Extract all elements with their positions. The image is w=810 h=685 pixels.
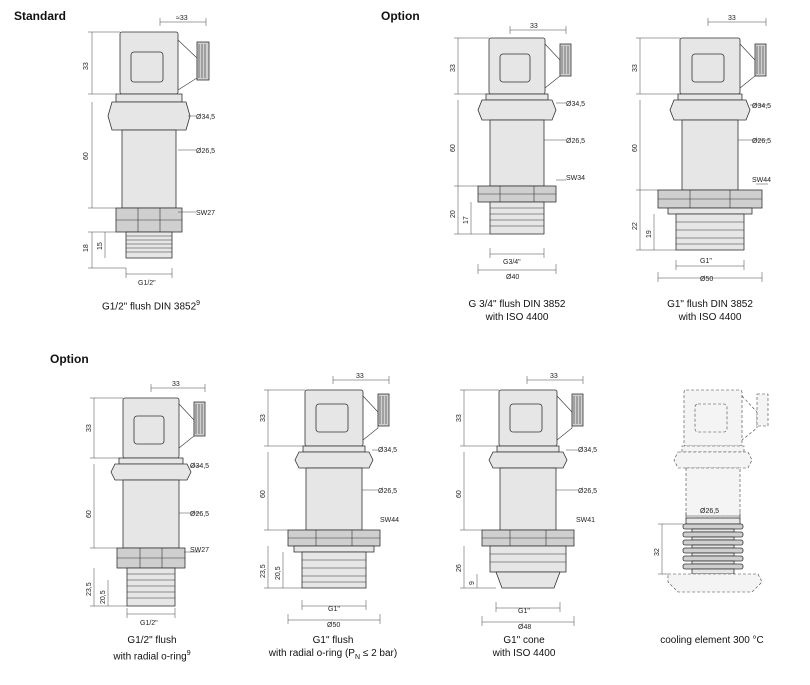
dim-d4-thread: G1/2" bbox=[140, 620, 158, 627]
drawing-g1-cone: 33 33 60 26 9 Ø34,5 Ø26,5 SW41 G1" Ø48 bbox=[456, 373, 597, 631]
dim-d3-base: Ø50 bbox=[700, 276, 713, 283]
dim-d5-dia1: Ø34,5 bbox=[378, 447, 397, 454]
dim-d4-h4: 20,5 bbox=[100, 590, 107, 604]
dim-d1-sw: SW27 bbox=[196, 210, 215, 217]
dim-d3-h2: 60 bbox=[632, 144, 639, 152]
dim-d3-thread: G1" bbox=[700, 258, 712, 265]
drawing-g12-flush: ≈33 33 60 18 15 Ø34,5 Ø26,5 SW27 G1/2" bbox=[83, 15, 215, 287]
dim-d5-top: 33 bbox=[356, 373, 364, 380]
dim-d2-dia1: Ø34,5 bbox=[566, 101, 585, 108]
dim-d5-base: Ø50 bbox=[327, 622, 340, 629]
dim-d6-sw: SW41 bbox=[576, 517, 595, 524]
dim-d5-dia2: Ø26,5 bbox=[378, 488, 397, 495]
dim-d1-top: ≈33 bbox=[176, 15, 188, 22]
caption-d1: G1/2" flush DIN 38529 bbox=[101, 300, 201, 313]
dim-d1-dia2: Ø26,5 bbox=[196, 148, 215, 155]
dim-d5-sw: SW44 bbox=[380, 517, 399, 524]
dim-d6-h4: 9 bbox=[469, 581, 476, 585]
dim-d1-h1: 33 bbox=[83, 62, 90, 70]
dim-d1-thread: G1/2" bbox=[138, 280, 156, 287]
dim-d3-top: 33 bbox=[728, 15, 736, 22]
caption-d4: G1/2" flush with radial o-ring9 bbox=[113, 635, 191, 663]
drawing-g12-radial-oring: 33 33 60 23,5 20,5 Ø34,5 Ø26,5 SW27 G1/2… bbox=[86, 381, 209, 627]
dim-d6-h2: 60 bbox=[456, 490, 463, 498]
dim-d4-sw: SW27 bbox=[190, 547, 209, 554]
dim-d4-top: 33 bbox=[172, 381, 180, 388]
dim-d3-h4: 19 bbox=[646, 230, 653, 238]
dim-d6-base: Ø48 bbox=[518, 624, 531, 631]
dim-d3-dia1: Ø34,5 bbox=[752, 103, 771, 110]
dim-d7-h: 32 bbox=[654, 548, 661, 556]
drawing-g34-flush: 33 33 60 20 17 Ø34,5 Ø26,5 SW34 G3/4" Ø4… bbox=[450, 23, 585, 281]
dim-d3-sw: SW44 bbox=[752, 177, 771, 184]
dim-d2-h4: 17 bbox=[463, 216, 470, 224]
caption-d3: G1" flush DIN 3852 with ISO 4400 bbox=[667, 299, 753, 323]
heading-option-bottom: Option bbox=[50, 352, 89, 366]
dim-d5-h3: 23,5 bbox=[260, 564, 267, 578]
dim-d6-dia2: Ø26,5 bbox=[578, 488, 597, 495]
dim-d2-h2: 60 bbox=[450, 144, 457, 152]
dim-d6-thread: G1" bbox=[518, 608, 530, 615]
dim-d3-dia2: Ø26,5 bbox=[752, 138, 771, 145]
dim-d1-dia1: Ø34,5 bbox=[196, 114, 215, 121]
dim-d5-thread: G1" bbox=[328, 606, 340, 613]
dim-d1-h4: 15 bbox=[97, 242, 104, 250]
dim-d5-h1: 33 bbox=[260, 414, 267, 422]
dim-d2-top: 33 bbox=[530, 23, 538, 30]
dim-d5-h4: 20,5 bbox=[275, 566, 282, 580]
dim-d4-dia1: Ø34,5 bbox=[190, 463, 209, 470]
drawing-g1-flush: 33 33 60 22 19 Ø34,5 Ø26,5 SW44 G1" Ø50 bbox=[632, 15, 771, 283]
caption-d7: cooling element 300 °C bbox=[660, 635, 764, 646]
drawing-g1-radial-oring: 33 33 60 23,5 20,5 Ø34,5 Ø26,5 SW44 G1" … bbox=[260, 373, 399, 629]
dim-d4-h1: 33 bbox=[86, 424, 93, 432]
dim-d2-sw: SW34 bbox=[566, 175, 585, 182]
dim-d7-dia: Ø26,5 bbox=[700, 508, 719, 515]
heading-standard: Standard bbox=[14, 9, 67, 23]
dim-d6-top: 33 bbox=[550, 373, 558, 380]
dim-d6-dia1: Ø34,5 bbox=[578, 447, 597, 454]
heading-option-top: Option bbox=[381, 9, 420, 23]
dim-d2-dia2: Ø26,5 bbox=[566, 138, 585, 145]
dim-d2-base: Ø40 bbox=[506, 274, 519, 281]
dim-d2-thread: G3/4" bbox=[503, 259, 521, 266]
dim-d3-h3: 22 bbox=[632, 222, 639, 230]
dim-d4-h3: 23,5 bbox=[86, 582, 93, 596]
dim-d2-h1: 33 bbox=[450, 64, 457, 72]
drawing-cooling-element: Ø26,5 32 bbox=[654, 389, 769, 593]
dim-d6-h1: 33 bbox=[456, 414, 463, 422]
dim-d5-h2: 60 bbox=[260, 490, 267, 498]
dim-d1-h2: 60 bbox=[83, 152, 90, 160]
dim-d4-dia2: Ø26,5 bbox=[190, 511, 209, 518]
dim-d2-h3: 20 bbox=[450, 210, 457, 218]
dim-d4-h2: 60 bbox=[86, 510, 93, 518]
dim-d1-h3: 18 bbox=[83, 244, 90, 252]
caption-d5: G1" flush with radial o-ring (PN ≤ 2 bar… bbox=[268, 635, 398, 661]
dim-d6-h3: 26 bbox=[456, 564, 463, 572]
dim-d3-h1: 33 bbox=[632, 64, 639, 72]
caption-d2: G 3/4" flush DIN 3852 with ISO 4400 bbox=[468, 299, 566, 323]
caption-d6: G1" cone with ISO 4400 bbox=[492, 635, 556, 659]
